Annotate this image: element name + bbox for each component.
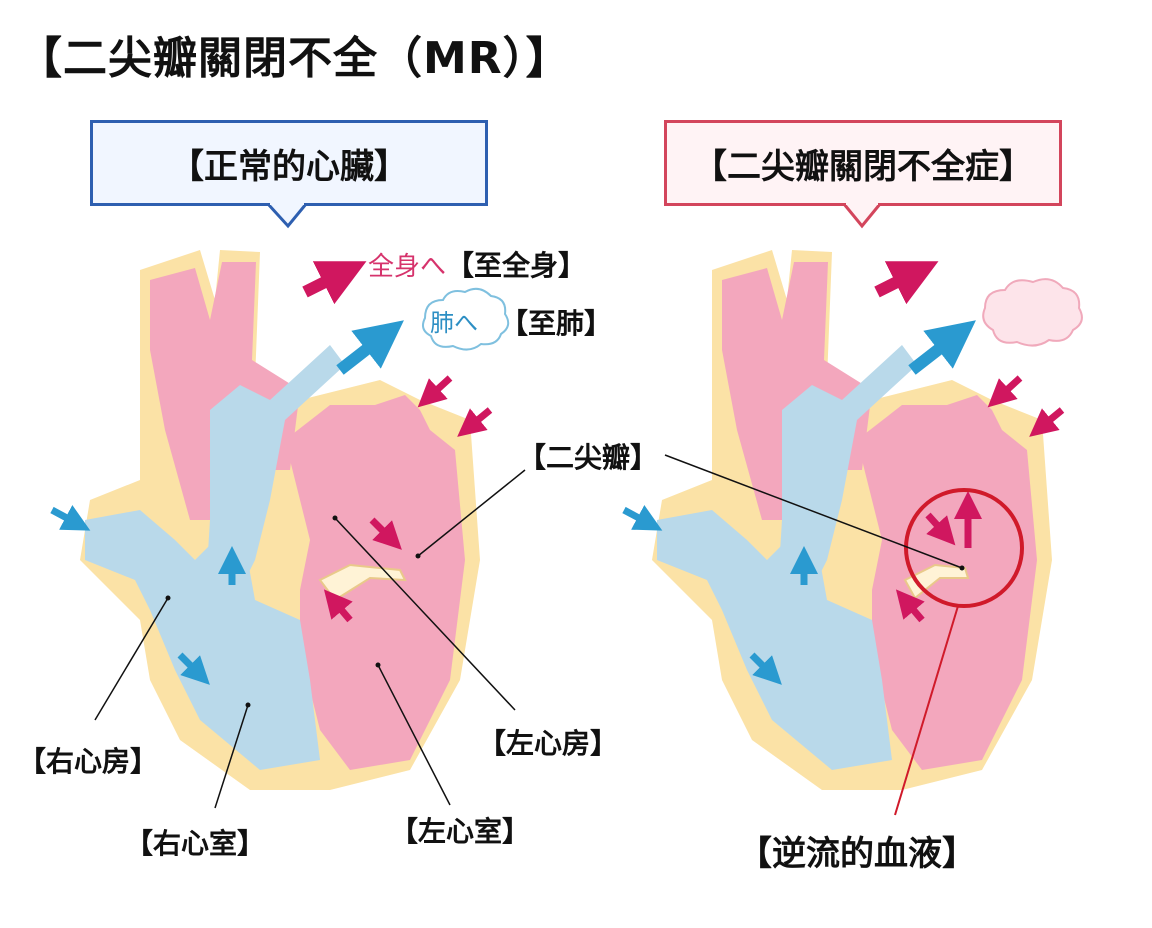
to-body-jp: 全身へ bbox=[368, 252, 447, 282]
mr-right-heart bbox=[657, 510, 892, 770]
lv-leader bbox=[377, 664, 451, 806]
ra-leader bbox=[94, 597, 169, 721]
left-atrium-label: 【左心房】 bbox=[478, 727, 619, 760]
mr-inflow-arrow-1 bbox=[987, 375, 1023, 408]
mr-ra-to-rv-arrow bbox=[749, 652, 782, 685]
regurgitation-highlight bbox=[904, 488, 1024, 608]
regurgitation-leader bbox=[894, 605, 959, 816]
mr-mitral-leader bbox=[664, 454, 963, 569]
regurgitation-label: 【逆流的血液】 bbox=[738, 834, 976, 874]
to-lung-arrow bbox=[336, 320, 404, 375]
mr-left-heart bbox=[857, 395, 1037, 770]
lv-out-arrow bbox=[323, 589, 353, 623]
to-lung-cn-label: 【至肺】 bbox=[500, 307, 613, 340]
right-heart bbox=[85, 510, 320, 770]
normal-heart bbox=[50, 250, 526, 809]
mr-lung-cloud bbox=[982, 278, 1083, 347]
normal-heart-callout: 【正常的心臟】 bbox=[90, 120, 488, 206]
inflow-arrow-2 bbox=[457, 407, 493, 437]
mr-inflow-arrow-2 bbox=[1029, 407, 1065, 437]
mr-to-lung-arrow bbox=[908, 320, 976, 375]
mitral-leader bbox=[417, 469, 526, 557]
la-leader bbox=[334, 517, 516, 711]
mr-pulmonary-artery bbox=[777, 345, 917, 610]
normal-callout-tail bbox=[266, 202, 308, 229]
to-body-label: 全身へ【至全身】 bbox=[368, 244, 586, 284]
to-lung-label: 肺へ bbox=[430, 303, 478, 338]
mitral-valve-label: 【二尖瓣】 bbox=[518, 441, 659, 474]
ra-to-rv-arrow bbox=[177, 652, 210, 685]
page-title: 【二尖瓣關閉不全（MR）】 bbox=[18, 33, 571, 84]
to-lung-jp: 肺へ bbox=[430, 309, 478, 337]
to-body-cn: 【至全身】 bbox=[446, 249, 587, 282]
lung-cloud bbox=[422, 287, 510, 351]
right-ventricle-label: 【右心室】 bbox=[125, 827, 266, 860]
right-atrium-label: 【右心房】 bbox=[18, 745, 159, 778]
mr-to-body-arrow bbox=[874, 261, 939, 305]
mr-callout-tail bbox=[842, 203, 882, 229]
mr-heart bbox=[622, 250, 1083, 816]
mr-heart-callout-label: 【二尖瓣關閉不全症】 bbox=[693, 146, 1033, 187]
to-body-arrow bbox=[302, 261, 367, 305]
pulmonary-artery bbox=[205, 345, 345, 610]
ra-inflow-arrow bbox=[50, 505, 91, 531]
mr-ra-inflow-arrow bbox=[622, 505, 663, 531]
mr-lv-out-arrow bbox=[895, 589, 925, 623]
normal-heart-callout-label: 【正常的心臟】 bbox=[170, 146, 408, 187]
mr-la-to-lv-arrow bbox=[925, 512, 956, 546]
la-to-lv-arrow bbox=[369, 517, 402, 550]
mr-heart-callout: 【二尖瓣關閉不全症】 bbox=[664, 120, 1062, 206]
left-ventricle-label: 【左心室】 bbox=[390, 815, 531, 848]
inflow-arrow-1 bbox=[417, 375, 453, 408]
left-heart bbox=[285, 395, 465, 770]
rv-leader bbox=[214, 704, 249, 809]
